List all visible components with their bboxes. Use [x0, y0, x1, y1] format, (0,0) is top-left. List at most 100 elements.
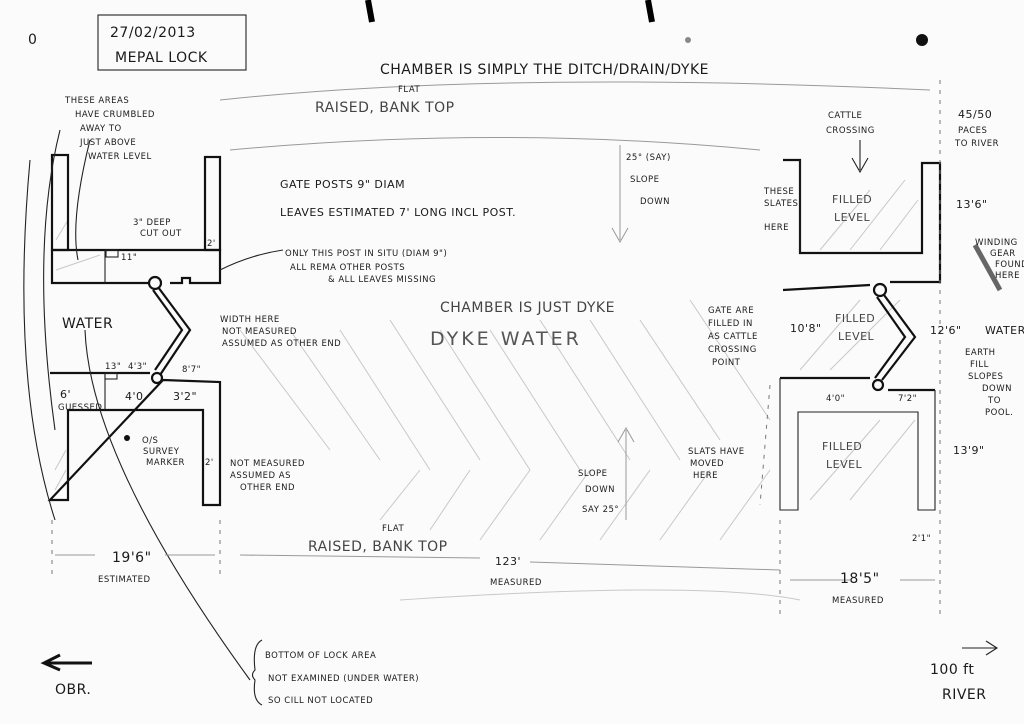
middle-length: 123' [495, 555, 521, 568]
svg-text:THESE AREAS: THESE AREAS [64, 96, 129, 106]
cattle-crossing-label: CROSSING [826, 126, 875, 136]
svg-text:TO: TO [987, 396, 1001, 406]
slope-bottom-note: SAY 25° [582, 505, 619, 515]
bank-top-upper-label: RAISED, BANK TOP [315, 100, 455, 116]
in-situ-note: ALL REMA OTHER POSTS [290, 263, 405, 273]
slates-note: HERE [764, 223, 789, 233]
winding-gear-note: WINDING GEAR FOUND HERE [975, 238, 1024, 281]
slates-note: SLATES [764, 199, 798, 209]
cutout-note: CUT OUT [140, 229, 182, 239]
gate-post-icon [872, 282, 888, 298]
bottom-note-line: SO CILL NOT LOCATED [268, 696, 373, 706]
slope-bottom-note: DOWN [585, 485, 615, 495]
bottom-note-line: BOTTOM OF LOCK AREA [265, 651, 376, 661]
paces-note: 45/50 [958, 108, 992, 121]
slats-note: MOVED [690, 459, 724, 469]
pencil-hatching [54, 81, 931, 601]
svg-text:WINDING: WINDING [975, 238, 1018, 248]
middle-length-label: MEASURED [490, 578, 542, 588]
gate-post-icon [871, 378, 885, 392]
svg-text:AS CATTLE: AS CATTLE [708, 332, 758, 342]
filled-middle-label: LEVEL [838, 330, 875, 343]
svg-text:FOUND: FOUND [995, 260, 1024, 270]
paces-note: PACES [958, 126, 987, 136]
svg-text:POINT: POINT [712, 358, 741, 368]
length-dimension-line [239, 554, 781, 571]
leaf-gap: 7'2" [898, 394, 917, 404]
gate-post-icon [150, 371, 164, 385]
right-overall-width: 18'5" [840, 571, 880, 587]
left-overall-label: ESTIMATED [98, 575, 151, 585]
dim-lower-a: 13" [105, 362, 121, 372]
survey-marker-label: O/S [142, 436, 158, 446]
gate-leaf [874, 294, 917, 381]
svg-text:SLOPES: SLOPES [968, 372, 1003, 382]
in-situ-note: ONLY THIS POST IN SITU (DIAM 9") [285, 249, 447, 259]
page-mark: 0 [28, 32, 37, 48]
right-wall: 2'1" [912, 534, 931, 544]
arrow-left-icon [40, 653, 92, 672]
gate-length: 12'6" [930, 324, 962, 337]
svg-text:FILL: FILL [970, 360, 989, 370]
filled-upper-label: FILLED [832, 193, 872, 206]
dim-lower-c: 8'7" [182, 365, 201, 375]
dim-depth-b: 3'2" [173, 390, 197, 403]
right-water-label: WATER [985, 324, 1024, 337]
cattle-crossing-label: CATTLE [828, 111, 862, 121]
survey-marker-label: SURVEY [143, 447, 180, 457]
gate-leaves-note: LEAVES ESTIMATED 7' LONG INCL POST. [280, 206, 516, 219]
slates-note: THESE [763, 187, 794, 197]
cutout-note: 3" DEEP [133, 218, 171, 228]
dim-upper-wall: 2' [207, 239, 216, 249]
in-situ-note: & ALL LEAVES MISSING [328, 275, 436, 285]
right-direction-label: 100 ft [930, 662, 974, 678]
left-lock-drawing [23, 129, 284, 681]
binder-strings [365, 0, 928, 46]
svg-text:WATER LEVEL: WATER LEVEL [88, 152, 152, 162]
svg-text:ASSUMED AS OTHER END: ASSUMED AS OTHER END [222, 339, 341, 349]
svg-text:POOL.: POOL. [985, 408, 1013, 418]
svg-text:HERE: HERE [995, 271, 1020, 281]
slope-up-arrow-icon [617, 426, 635, 520]
gate-posts-note: GATE POSTS 9" DIAM [280, 178, 405, 191]
chamber-just-dyke: CHAMBER IS JUST DYKE [440, 300, 615, 316]
lower-length: 13'9" [953, 444, 985, 457]
upper-length: 13'6" [956, 198, 988, 211]
svg-text:OTHER END: OTHER END [240, 483, 295, 493]
gate-leaf [152, 286, 192, 376]
dim-depth-a: 4'0 [125, 390, 144, 403]
svg-text:EARTH: EARTH [965, 348, 996, 358]
svg-text:NOT MEASURED: NOT MEASURED [230, 459, 305, 469]
left-crumbled-note: THESE AREAS HAVE CRUMBLED AWAY TO JUST A… [64, 96, 155, 162]
bank-top-lower-insert: FLAT [382, 524, 404, 534]
filled-middle-label: FILLED [835, 312, 875, 325]
svg-text:NOT MEASURED: NOT MEASURED [222, 327, 297, 337]
svg-text:CROSSING: CROSSING [708, 345, 757, 355]
width-note: WIDTH HERE NOT MEASURED ASSUMED AS OTHER… [220, 315, 341, 349]
slope-top-note: SLOPE [630, 175, 660, 185]
dim-lower-wall: 2' [205, 458, 214, 468]
bank-top-upper-insert: FLAT [398, 85, 420, 95]
svg-text:WIDTH HERE: WIDTH HERE [220, 315, 280, 325]
dyke-water-label: DYKE WATER [430, 328, 582, 350]
gate-width: 10'8" [790, 322, 822, 335]
bottom-note-line: NOT EXAMINED (UNDER WATER) [268, 674, 419, 684]
slope-bottom-note: SLOPE [578, 469, 608, 479]
slope-top-note: DOWN [640, 197, 670, 207]
right-direction-label: RIVER [942, 687, 987, 703]
svg-text:DOWN: DOWN [982, 384, 1012, 394]
slope-top-note: 25° (SAY) [626, 153, 671, 163]
slats-note: SLATS HAVE [688, 447, 745, 457]
svg-text:ASSUMED AS: ASSUMED AS [230, 471, 291, 481]
right-lock-drawing [759, 80, 1003, 620]
dim-guessed-width: 6' [60, 388, 71, 401]
left-direction-label: OBR. [55, 682, 91, 698]
svg-text:JUST ABOVE: JUST ABOVE [79, 138, 136, 148]
svg-text:HAVE CRUMBLED: HAVE CRUMBLED [75, 110, 155, 120]
left-water-label: WATER [62, 316, 113, 332]
dim-guessed-label: GUESSED [58, 403, 102, 413]
earth-fill-note: EARTH FILL SLOPES DOWN TO POOL. [965, 348, 1013, 418]
right-depth: 4'0" [826, 394, 845, 404]
gate-post-icon [147, 275, 163, 291]
